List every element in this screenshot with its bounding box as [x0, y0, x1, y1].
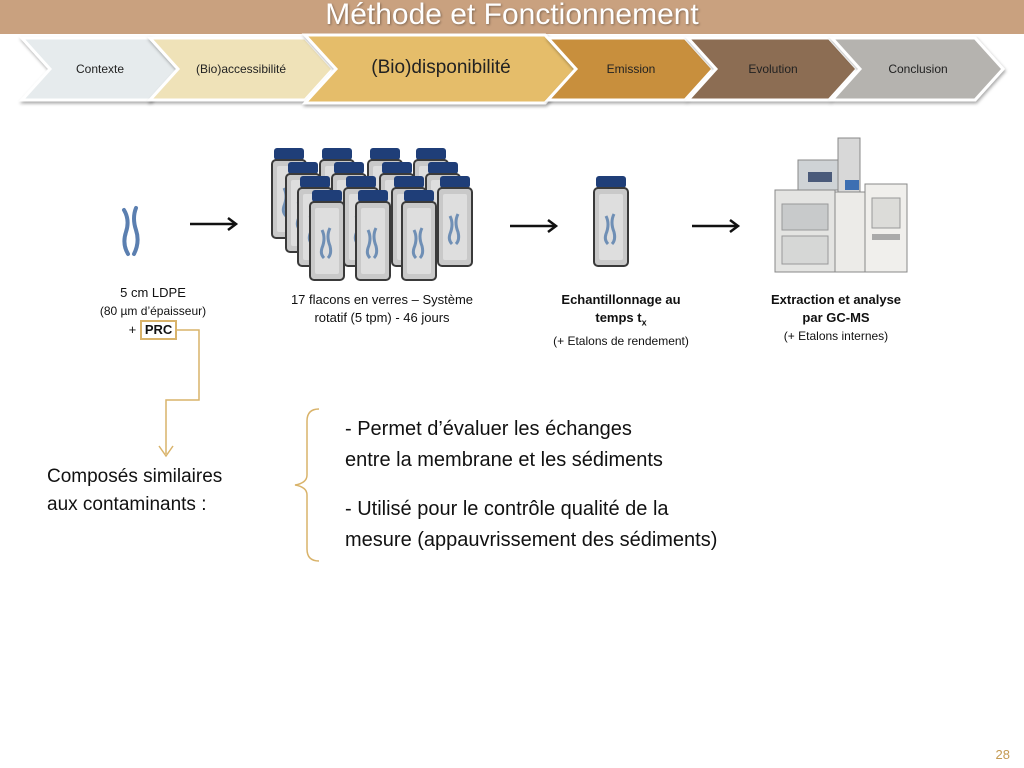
step3-subscript: x [641, 317, 647, 328]
tab-conclusion[interactable] [828, 36, 1006, 102]
step2-line1: 17 flacons en verres – Système [290, 292, 474, 307]
tab-label-biodisponibilite: (Bio)disponibilité [371, 57, 511, 78]
bullet-2-line2: mesure (appauvrissement des sédiments) [345, 529, 718, 551]
tab-label-bioaccessibilite: (Bio)accessibilité [195, 62, 287, 76]
composes-line1: Composés similaires [47, 466, 223, 487]
process-illustration [122, 137, 908, 282]
arrow-right-icon [190, 217, 239, 231]
step1-line1: 5 cm LDPE [120, 285, 186, 300]
tab-evolution[interactable] [684, 36, 860, 102]
arrow-right-icon [510, 219, 559, 233]
bullet-1-line2: entre la membrane et les sédiments [345, 449, 663, 471]
step1-line2: (80 µm d’épaisseur) [99, 304, 207, 318]
step1-plus: + [128, 322, 137, 337]
tab-label-contexte: Contexte [75, 62, 125, 76]
step3-line1: Echantillonnage au [561, 292, 681, 307]
ldpe-strip-icon [122, 206, 140, 256]
header-band [0, 0, 1024, 34]
gc-ms-instrument-icon [774, 137, 908, 273]
bullet-2-line1: - Utilisé pour le contrôle qualité de la [345, 498, 669, 520]
tab-label-evolution: Evolution [748, 62, 798, 76]
step2-line2: rotatif (5 tpm) - 46 jours [314, 310, 450, 325]
step1-label: 5 cm LDPE (80 µm d’épaisseur) + PRC [78, 284, 228, 340]
page-number: 28 [995, 747, 1010, 762]
nav-chevrons [18, 33, 1006, 105]
composes-label: Composés similaires aux contaminants : [47, 463, 287, 519]
step3-label: Echantillonnage au temps tx (+ Etalons d… [526, 291, 716, 350]
composes-line2: aux contaminants : [47, 494, 207, 515]
curly-brace-icon [294, 408, 320, 562]
tab-bioaccessibilite[interactable] [146, 36, 336, 102]
step4-line3: (+ Etalons internes) [783, 329, 889, 343]
arrow-right-icon [692, 219, 741, 233]
page-title: Méthode et Fonctionnement [325, 0, 699, 31]
step3-line3: (+ Etalons de rendement) [553, 333, 689, 348]
section-nav: Contexte (Bio)accessibilité (Bio)disponi… [0, 30, 1024, 110]
bullet-1: - Permet d’évaluer les échanges entre la… [345, 414, 905, 476]
tab-label-emission: Emission [606, 62, 656, 76]
tab-emission[interactable] [544, 36, 716, 102]
step4-label: Extraction et analyse par GC-MS (+ Etalo… [740, 291, 932, 345]
tab-label-conclusion: Conclusion [888, 62, 948, 76]
prc-box: PRC [139, 320, 178, 340]
vials-stack-icon [270, 146, 474, 282]
step2-label: 17 flacons en verres – Système rotatif (… [262, 291, 502, 327]
bullet-1-line1: - Permet d’évaluer les échanges [345, 418, 632, 440]
step4-line1: Extraction et analyse [770, 292, 902, 307]
sample-vial-icon [592, 174, 630, 268]
step4-line2: par GC-MS [802, 310, 870, 325]
bullet-2: - Utilisé pour le contrôle qualité de la… [345, 494, 905, 556]
step3-line2: temps t [595, 310, 642, 325]
tab-biodisponibilite[interactable] [301, 33, 579, 105]
